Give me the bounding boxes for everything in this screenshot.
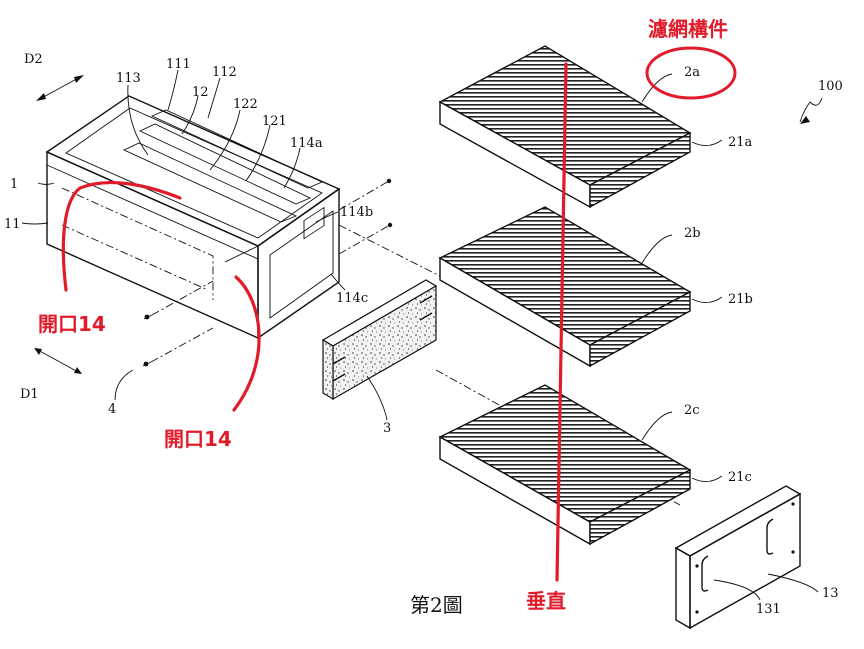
label-122: 122 [233,97,258,112]
handle-131-left [702,556,708,591]
label-114c: 114c [336,291,368,306]
cover-plate [676,486,800,628]
label-3: 3 [383,421,391,436]
label-131: 131 [756,602,781,617]
label-11: 11 [4,217,21,232]
label-2c: 2c [684,403,700,418]
label-4: 4 [108,402,116,417]
label-21b: 21b [728,292,753,307]
label-1: 1 [10,177,18,192]
annotation-opening-upper: 開口14 [38,312,106,336]
annotation-opening-lower: 開口14 [164,427,232,451]
label-114a: 114a [290,136,323,151]
annotation-filter-component: 濾網構件 [648,17,728,41]
label-121: 121 [262,114,287,129]
label-113: 113 [116,71,141,86]
label-2b: 2b [684,226,701,241]
label-d1: D1 [20,387,39,402]
annotation-vertical: 垂直 [526,589,566,613]
figure-caption: 第2圖 [410,593,463,617]
label-114b: 114b [340,205,373,220]
label-21c: 21c [728,470,752,485]
label-13: 13 [822,586,839,601]
label-112: 112 [212,65,237,80]
handle-131-right [767,519,773,554]
filter-2b [440,207,690,366]
label-100: 100 [818,79,843,94]
housing [47,96,339,338]
label-21a: 21a [728,135,753,150]
rail-12 [124,143,296,222]
label-2a: 2a [684,65,700,80]
label-12: 12 [192,85,209,100]
red-curve-lower [234,277,259,410]
label-d2: D2 [24,52,43,67]
filter-2c [440,385,690,544]
label-111: 111 [166,57,191,72]
